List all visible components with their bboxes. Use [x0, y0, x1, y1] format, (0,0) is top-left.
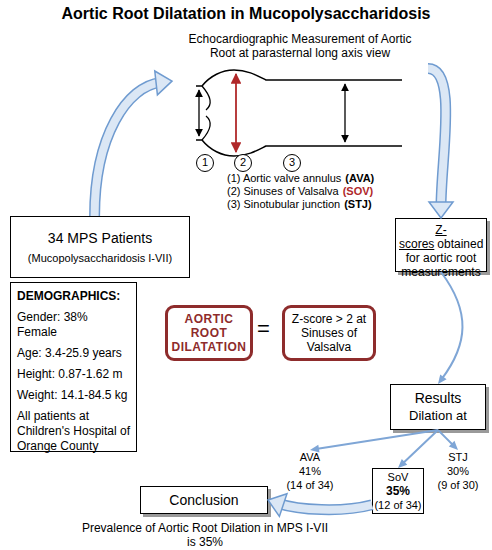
node-text: STJ [432, 450, 484, 464]
arrow-line [438, 430, 454, 446]
arrow-line [402, 430, 438, 464]
text-group: AVA41%(14 of 34) [285, 450, 335, 492]
node-text: Dilation at [391, 407, 485, 424]
text-group: 3 [284, 155, 300, 170]
node-text: Echocardiographic Measurement of Aortic … [182, 32, 418, 60]
equals-sign: = [257, 316, 270, 342]
arrow-head [398, 459, 407, 468]
aortic-wall [196, 70, 402, 86]
node-text: Results [391, 389, 485, 407]
node-text: Gender: 38% Female [17, 310, 130, 340]
node-text: 2 [235, 155, 251, 170]
node-text: Height: 0.87-1.62 m [17, 367, 130, 382]
flow-arrow [438, 430, 458, 450]
valve-leaflet [202, 116, 210, 140]
arrow-line [441, 272, 462, 379]
node-text: (2) Sinuses of Valsalva [227, 185, 339, 197]
text-group: 2 [235, 155, 251, 170]
text-group: (1) Aortic valve annulus (AVA) [227, 172, 374, 185]
patients-box: 34 MPS Patients (Mucopolysaccharidosis I-… [10, 216, 190, 278]
arrow-body [428, 68, 446, 206]
callout-circle: 2 [234, 154, 252, 172]
node-text: 35% [373, 484, 423, 498]
arrow-outline [95, 82, 161, 216]
text-group: Z-score > 2 at Sinuses of Valsalva [285, 312, 373, 354]
text-group: (2) Sinuses of Valsalva (SOV) [227, 185, 373, 198]
node-text: Prevalence of Aortic Root Dilation in MP… [81, 521, 329, 549]
node-text: SoV [373, 470, 423, 484]
node-text: AORTIC ROOT DILATATION [168, 312, 250, 354]
node-text: 34 MPS Patients [11, 229, 189, 247]
text-group: ResultsDilation at [391, 385, 485, 424]
block-arrow [268, 494, 372, 517]
conclusion-box: ConclusionPrevalence of Aortic Root Dila… [140, 486, 268, 514]
arrow-head [438, 374, 447, 384]
measure-arrow [235, 74, 237, 152]
arrow-outline [428, 68, 446, 206]
node-text: Weight: 14.1-84.5 kg [17, 388, 130, 403]
text-group: Prevalence of Aortic Root Dilation in MP… [81, 521, 329, 549]
arrow-head [155, 71, 172, 95]
flow-arrow [398, 430, 438, 468]
result-item: AVA41%(14 of 34) [285, 450, 335, 494]
text-group: Conclusion [141, 487, 267, 513]
valve-leaflet [202, 86, 210, 110]
flow-arrow [310, 430, 438, 453]
node-text: (STJ) [344, 198, 372, 210]
text-group: (3) Sinotubular junction (STJ) [227, 198, 372, 211]
node-text: DEMOGRAPHICS: [17, 289, 130, 304]
arrow-head [429, 202, 453, 218]
arrow-head [268, 494, 287, 517]
arrow-line [316, 430, 438, 449]
text-group: Echocardiographic Measurement of Aortic … [182, 32, 418, 60]
node-text: (9 of 30) [432, 478, 484, 492]
process-box: Z-scoresobtained for aortic root measure… [395, 218, 487, 272]
node-text: (1) Aortic valve annulus [227, 172, 341, 184]
callout-circle: 3 [283, 154, 301, 172]
node-text: (SOV) [343, 185, 374, 197]
block-arrow [428, 68, 453, 218]
echo-section: Echocardiographic Measurement of Aortic … [172, 32, 428, 214]
definition-box: AORTIC ROOT DILATATION [165, 305, 253, 361]
node-text: Age: 3.4-25.9 years [17, 346, 130, 361]
node-text: (3) Sinotubular junction [227, 198, 340, 210]
callout-circle: 1 [196, 154, 214, 172]
node-text: Conclusion [141, 487, 267, 513]
results-box: ResultsDilation at [390, 384, 486, 430]
demographics-box: DEMOGRAPHICS: Gender: 38% FemaleAge: 3.4-… [10, 282, 137, 452]
node-text: All patients at Children's Hospital of O… [17, 409, 130, 454]
node-text: (14 of 34) [285, 478, 335, 492]
measure-arrow [198, 90, 199, 136]
block-arrow [95, 71, 172, 216]
aortic-wall [196, 140, 402, 156]
arrow-body [95, 82, 161, 216]
text-group: 34 MPS Patients (Mucopolysaccharidosis I-… [11, 217, 189, 265]
arrow-body [279, 504, 372, 510]
node-text: (AVA) [345, 172, 374, 184]
flow-arrow [438, 272, 462, 384]
node-text: Z-score > 2 at Sinuses of Valsalva [289, 312, 369, 354]
node-text: (12 of 34) [373, 498, 423, 512]
node-text: 30% [432, 464, 484, 478]
result-item: SoV35%(12 of 34) [372, 468, 424, 514]
node-text: 3 [284, 155, 300, 170]
definition-box: Z-score > 2 at Sinuses of Valsalva [282, 305, 376, 361]
node-text: 1 [197, 155, 213, 170]
diagram-title: Aortic Root Dilatation in Mucopolysaccha… [0, 4, 492, 24]
text-group: 1 [197, 155, 213, 170]
measure-arrow [344, 84, 345, 142]
text-group: SoV35%(12 of 34) [373, 469, 423, 512]
node-text: 41% [285, 464, 335, 478]
text-group: Z-scoresobtained for aortic root measure… [396, 219, 486, 283]
node-text: AVA [285, 450, 335, 464]
arrow-head [449, 441, 458, 450]
result-item: STJ30%(9 of 30) [432, 450, 484, 494]
node-text: (Mucopolysaccharidosis I-VII) [11, 251, 189, 265]
arrow-outline [279, 504, 372, 510]
text-group: AORTIC ROOT DILATATION [168, 312, 250, 354]
text-group: STJ30%(9 of 30) [432, 450, 484, 492]
text-group: DEMOGRAPHICS: Gender: 38% FemaleAge: 3.4-… [11, 283, 136, 460]
